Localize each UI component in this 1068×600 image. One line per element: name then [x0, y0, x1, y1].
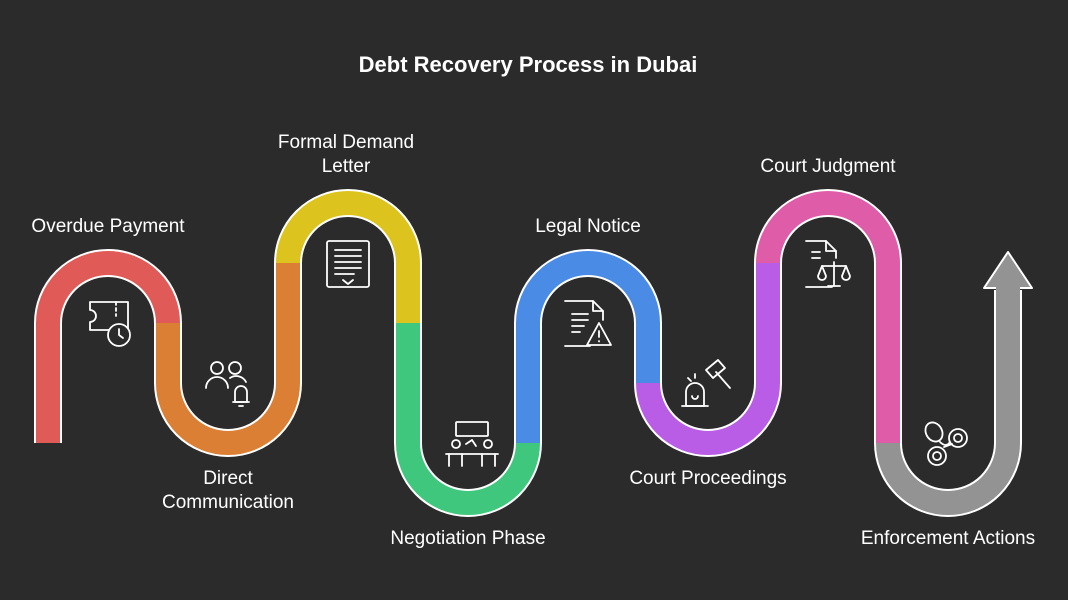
stage-label-judgment: Court Judgment — [760, 156, 896, 177]
document-letter-icon — [326, 240, 370, 288]
document-warning-icon — [564, 300, 612, 347]
stage-label-demand: Formal Demand Letter — [277, 132, 415, 177]
stage-label-overdue: Overdue Payment — [31, 216, 185, 237]
stage-segment-enforcement — [876, 290, 1020, 515]
stage-segment-proceedings — [636, 263, 780, 455]
stage-segment-negotiation — [396, 323, 540, 515]
ticket-clock-icon — [89, 301, 131, 347]
arrow-head — [983, 251, 1033, 289]
meeting-icon — [445, 421, 499, 467]
stage-segment-demand — [276, 191, 420, 323]
stage-segment-notice — [516, 251, 660, 443]
stage-label-negotiation: Negotiation Phase — [390, 528, 546, 549]
stage-segment-overdue — [36, 251, 180, 443]
users-bell-icon — [205, 361, 250, 407]
handcuffs-icon — [924, 421, 968, 466]
stage-label-proceedings: Court Proceedings — [629, 468, 787, 489]
stage-label-enforcement: Enforcement Actions — [860, 528, 1036, 549]
stage-segment-direct — [156, 263, 300, 455]
stage-label-direct: Direct Communication — [162, 468, 294, 513]
diagram-title: Debt Recovery Process in Dubai — [358, 52, 698, 77]
gavel-alarm-icon — [681, 359, 731, 407]
stage-segment-judgment — [756, 191, 900, 443]
stage-label-notice: Legal Notice — [535, 216, 641, 237]
document-scales-icon — [805, 240, 851, 288]
